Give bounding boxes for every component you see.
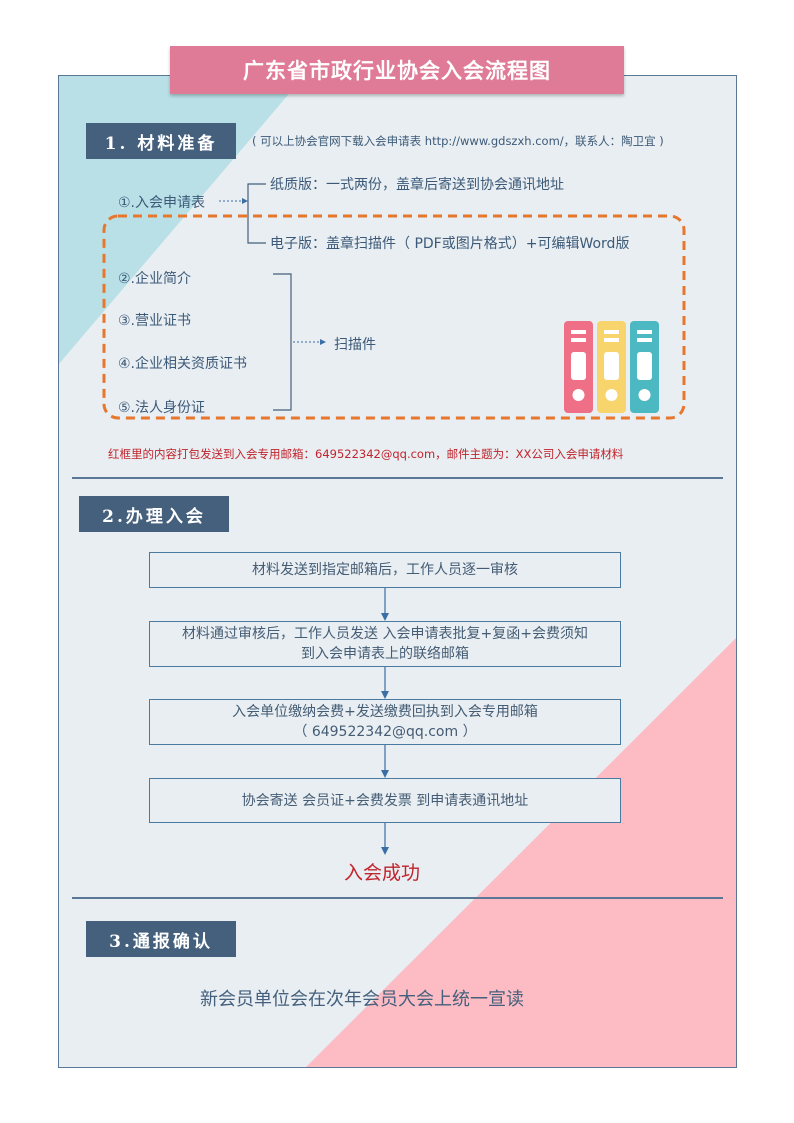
flow-arrows — [381, 588, 389, 855]
application-form-item: ①.入会申请表 — [118, 195, 206, 211]
company-profile-item: ②.企业简介 — [118, 271, 192, 287]
step-text: 材料通过审核后，工作人员发送 入会申请表批复+复函+会费须知 — [182, 626, 588, 642]
step-payment: 入会单位缴纳会费+发送缴费回执到入会专用邮箱 （ 649522342@qq.co… — [149, 699, 621, 745]
email-instruction: 红框里的内容打包发送到入会专用邮箱：649522342@qq.com，邮件主题为… — [108, 447, 624, 461]
section-divider — [72, 477, 723, 479]
section2-heading: 2.办理入会 — [79, 496, 229, 532]
binders-icon — [564, 321, 659, 413]
step-text: 协会寄送 会员证+会费发票 到申请表通讯地址 — [241, 792, 529, 809]
step-text: 材料发送到指定邮箱后，工作人员逐一审核 — [252, 562, 518, 578]
section3-heading: 3.通报确认 — [86, 921, 236, 957]
legal-id-item: ⑤.法人身份证 — [118, 400, 206, 416]
section1-heading: 1. 材料准备 — [86, 123, 236, 159]
step-text: （ 649522342@qq.com ） — [293, 724, 477, 740]
page-title: 广东省市政行业协会入会流程图 — [170, 46, 624, 94]
scan-copy-label: 扫描件 — [334, 337, 376, 353]
step-mail-cert: 协会寄送 会员证+会费发票 到申请表通讯地址 — [149, 778, 621, 823]
step-review: 材料发送到指定邮箱后，工作人员逐一审核 — [149, 552, 621, 588]
download-note: ( 可以上协会官网下载入会申请表 http://www.gdszxh.com/，… — [252, 134, 664, 148]
section-divider — [72, 897, 723, 899]
business-license-item: ③.营业证书 — [118, 313, 192, 329]
membership-success: 入会成功 — [344, 862, 421, 884]
step-reply: 材料通过审核后，工作人员发送 入会申请表批复+复函+会费须知 到入会申请表上的联… — [149, 621, 621, 667]
paper-version-text: 纸质版：一式两份，盖章后寄送到协会通讯地址 — [270, 177, 564, 193]
announcement-text: 新会员单位会在次年会员大会上统一宣读 — [200, 989, 524, 1010]
electronic-version-text: 电子版：盖章扫描件（ PDF或图片格式）+可编辑Word版 — [270, 236, 630, 252]
section1-connectors — [102, 183, 686, 420]
step-text: 到入会申请表上的联络邮箱 — [301, 646, 469, 662]
step-text: 入会单位缴纳会费+发送缴费回执到入会专用邮箱 — [232, 704, 538, 720]
qualification-cert-item: ④.企业相关资质证书 — [118, 356, 248, 372]
